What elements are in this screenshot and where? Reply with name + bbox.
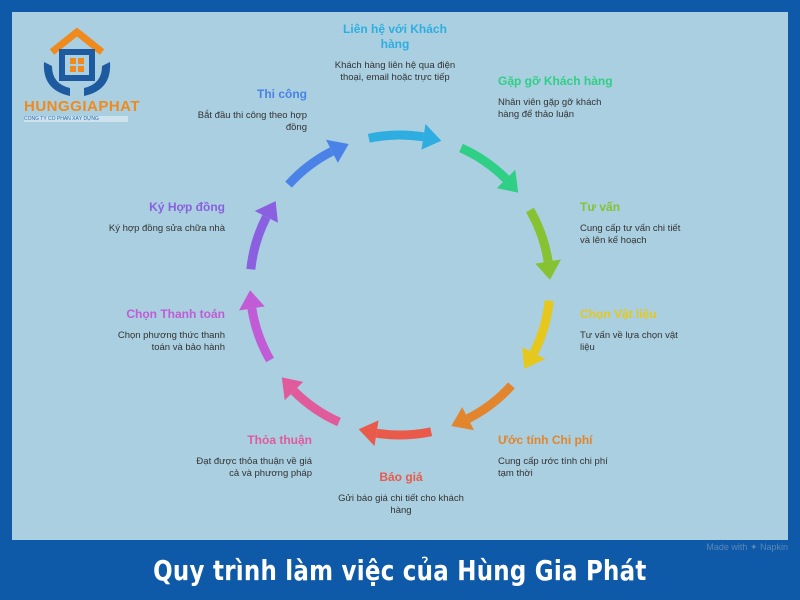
step-payment: Chọn Thanh toán Chọn phương thức thanh t… [100,307,225,354]
cycle-arrow-head [496,169,519,193]
watermark: Made with ✦ Napkin [706,542,788,552]
cycle-arrow-head [281,377,304,401]
title-banner: Quy trình làm việc của Hùng Gia Phát [0,540,800,600]
step-desc: Ký hợp đồng sửa chữa nhà [108,223,225,234]
step-desc: Cung cấp tư vấn chi tiết và lên kế hoạch [580,223,681,246]
cycle-arrow-shaft [459,143,510,183]
step-desc: Đạt được thỏa thuận về giá cả và phương … [196,456,312,479]
cycle-arrow-shaft [375,427,433,440]
cycle-arrow-shaft [247,307,275,363]
cycle-arrow-shaft [465,382,515,423]
step-desc: Bắt đầu thi công theo hợp đồng [197,110,307,133]
step-title: Ký Hợp đồng [149,200,225,214]
step-desc: Nhân viên gặp gỡ khách hàng để thảo luận [498,97,602,120]
step-title: Tư vấn [580,200,621,214]
step-title: Chọn Vật liệu [580,307,657,321]
cycle-arrow-shaft [525,207,553,263]
step-contact: Liên hệ với Khách hàng Khách hàng liên h… [330,22,460,84]
cycle-arrow-head [325,139,349,163]
step-quote: Báo giá Gửi báo giá chi tiết cho khách h… [336,470,466,517]
cycle-arrow-shaft [246,214,271,270]
step-estimate: Ước tính Chi phí Cung cấp ước tính chi p… [498,433,613,480]
diagram-panel [12,12,788,540]
step-contract: Ký Hợp đồng Ký hợp đồng sửa chữa nhà [108,200,225,235]
cycle-arrow-head [239,290,265,311]
cycle-arrow-head [254,201,278,223]
step-desc: Gửi báo giá chi tiết cho khách hàng [338,493,464,516]
step-desc: Chọn phương thức thanh toán và bảo hành [117,330,225,353]
cycle-arrow-head [535,259,561,280]
cycle-arrow-shaft [367,130,425,143]
logo-wordmark: HUNGGIAPHAT [24,98,141,115]
step-desc: Khách hàng liên hệ qua điện thoại, email… [334,60,456,83]
cycle-arrow-head [358,420,379,446]
step-desc: Tư vấn về lựa chọn vật liệu [580,330,678,353]
step-desc: Cung cấp ước tính chi phí tạm thời [498,456,608,479]
cycle-arrow-head [451,407,475,431]
house-hands-logo-icon [43,27,111,96]
step-title: Liên hệ với Khách hàng [343,22,447,51]
step-agreement: Thỏa thuận Đạt được thỏa thuận về giá cả… [192,433,312,480]
step-title: Thi công [257,87,307,101]
step-title: Thỏa thuận [247,433,312,447]
banner-title: Quy trình làm việc của Hùng Gia Phát [153,553,647,587]
cycle-arrow-shaft [529,300,554,356]
cycle-arrow-shaft [285,147,335,188]
cycle-arrow-shaft [290,387,341,427]
step-construction: Thi công Bắt đầu thi công theo hợp đồng [190,87,307,134]
logo-tagline: CÔNG TY CỔ PHẦN XÂY DỰNG [24,116,128,122]
step-title: Báo giá [379,470,423,484]
step-title: Ước tính Chi phí [498,433,593,447]
step-title: Gặp gỡ Khách hàng [498,74,613,88]
cycle-arrow-head [421,124,442,150]
step-meet: Gặp gỡ Khách hàng Nhân viên gặp gỡ khách… [498,74,618,121]
cycle-arrow-head [522,347,546,369]
step-consult: Tư vấn Cung cấp tư vấn chi tiết và lên k… [580,200,690,247]
step-materials: Chọn Vật liệu Tư vấn về lựa chọn vật liệ… [580,307,695,354]
step-title: Chọn Thanh toán [126,307,225,321]
